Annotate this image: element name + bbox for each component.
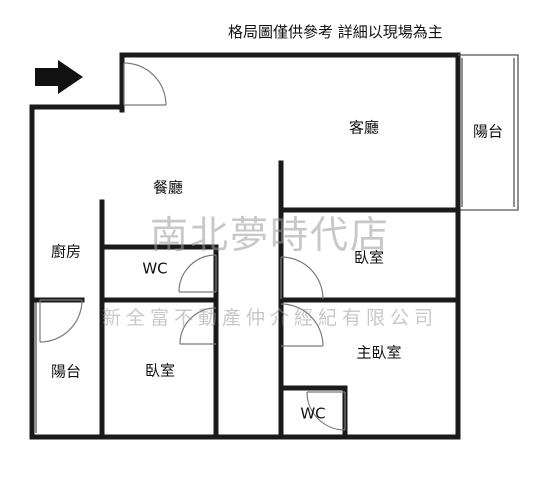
balcony-right-outline (458, 54, 519, 211)
room-label-dining-room: 餐廳 (153, 179, 183, 197)
wc-door-icon (178, 254, 217, 293)
room-label-master-bedroom: 主臥室 (356, 344, 401, 362)
interior-walls (29, 160, 461, 440)
room-label-living-room: 客廳 (349, 119, 379, 137)
watermark-company-name: 新全富不動產仲介經紀有限公司 (102, 307, 438, 329)
room-label-bedroom-left: 臥室 (145, 362, 175, 380)
master-wc-door-icon (306, 391, 346, 431)
watermark-store-name: 南北夢時代店 (150, 213, 390, 257)
entrance-arrow-icon (35, 60, 83, 94)
bedroom-left-door-icon (179, 307, 217, 345)
balcony-door-icon (39, 299, 83, 343)
room-label-wc-left: WC (142, 260, 167, 278)
room-label-bedroom-right: 臥室 (354, 249, 384, 267)
entrance-door-icon (123, 62, 167, 106)
bedroom-right-door-icon (280, 256, 324, 300)
room-label-kitchen: 廚房 (51, 243, 81, 261)
disclaimer-caption: 格局圖僅供參考 詳細以現場為主 (228, 23, 443, 41)
master-bedroom-door-icon (280, 303, 324, 347)
room-label-wc-master: WC (300, 405, 325, 423)
room-label-balcony-left: 陽台 (51, 363, 81, 381)
room-label-balcony-right: 陽台 (473, 123, 503, 141)
